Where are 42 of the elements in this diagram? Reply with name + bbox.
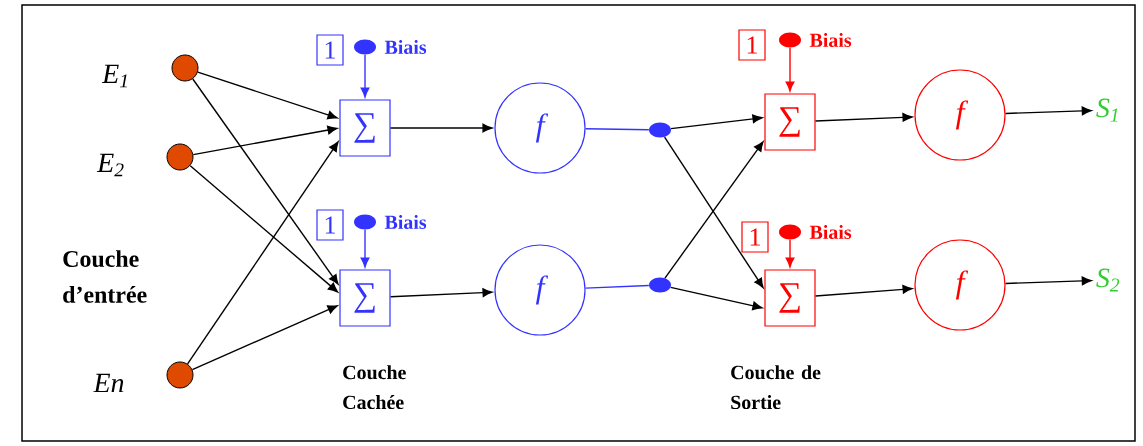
arrow — [360, 229, 370, 268]
input-label: En — [93, 373, 124, 393]
bias-label: Biais — [384, 40, 427, 54]
arrow — [389, 123, 493, 133]
arrow — [197, 71, 338, 120]
sum-box: ∑ — [764, 93, 816, 151]
layer-label: Couche d’entrée — [63, 250, 147, 303]
sum-box: ∑ — [339, 99, 391, 157]
arrow — [191, 305, 338, 371]
arrow — [814, 284, 913, 297]
sum-box: ∑ — [339, 269, 391, 327]
layer-label: Couche de Sortie — [731, 365, 821, 410]
bias-value-box: 1 — [738, 29, 766, 61]
bias-value-box: 1 — [316, 34, 344, 66]
bias-value-box: 1 — [316, 209, 344, 241]
bias-label: Biais — [809, 33, 852, 47]
arrow — [192, 125, 338, 156]
output-label: S$_{1}$ — [1096, 98, 1118, 122]
bias-label: Biais — [809, 224, 852, 239]
arrow — [669, 286, 763, 311]
arrow — [360, 54, 370, 98]
output-label: S$_{2}$ — [1096, 268, 1120, 292]
input-label: E$_{2}$ — [96, 153, 124, 177]
connector-line — [584, 284, 650, 289]
arrow — [192, 78, 339, 285]
arrow — [670, 114, 763, 130]
arrow — [389, 288, 493, 298]
bias-label: Biais — [384, 214, 427, 229]
arrow — [1004, 276, 1092, 286]
arrow — [1004, 106, 1092, 116]
junction-dot — [649, 122, 671, 138]
sum-box: ∑ — [764, 269, 816, 327]
arrow — [814, 112, 913, 122]
input-label: E$_{1}$ — [101, 64, 127, 88]
arrow — [785, 239, 795, 268]
arrow — [186, 141, 339, 365]
arrow — [785, 47, 795, 92]
layer-label: Couche Cachée — [343, 365, 406, 410]
bias-value-box: 1 — [741, 221, 769, 253]
arrow — [189, 165, 339, 293]
junction-dot — [649, 277, 671, 293]
connector-line — [584, 128, 650, 131]
